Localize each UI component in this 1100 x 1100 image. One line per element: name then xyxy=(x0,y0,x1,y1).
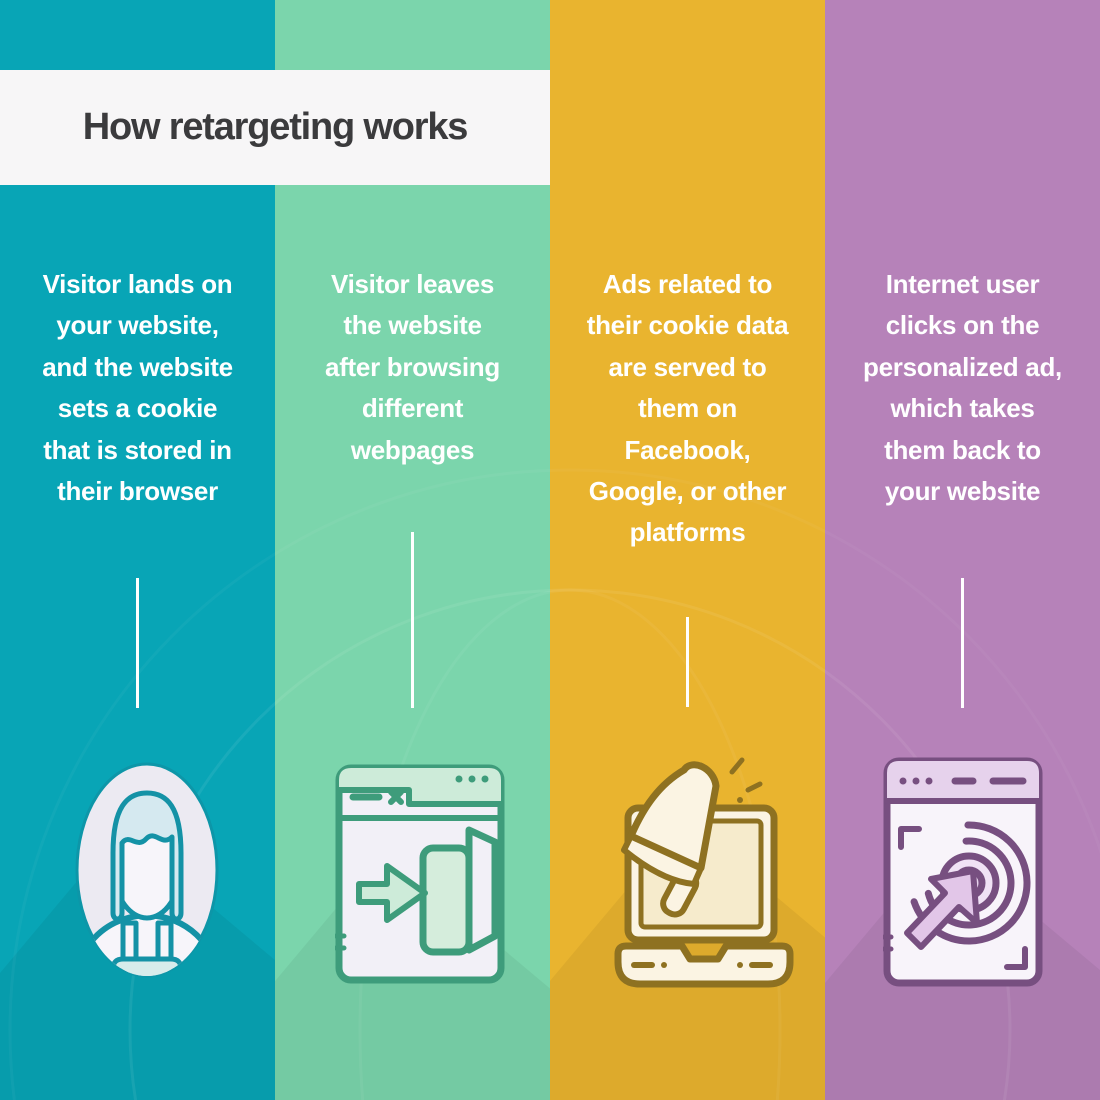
connector-line xyxy=(961,578,964,708)
browser-target-cursor-icon xyxy=(883,757,1043,987)
step-column-3: Ads related to their cookie data are ser… xyxy=(550,0,825,1100)
connector-line xyxy=(411,532,414,708)
step-2-text: Visitor leaves the website after browsin… xyxy=(325,269,500,465)
page-title: How retargeting works xyxy=(82,106,469,148)
cursor-arrow xyxy=(904,868,980,950)
connector-line xyxy=(686,617,689,707)
visitor-avatar-icon xyxy=(75,762,219,978)
browser-exit-icon xyxy=(335,764,505,984)
title-band: How retargeting works xyxy=(0,70,550,185)
step-3-text: Ads related to their cookie data are ser… xyxy=(586,269,789,548)
browser-window xyxy=(335,764,505,984)
megaphone xyxy=(621,757,763,918)
step-column-4: Internet user clicks on the personalized… xyxy=(825,0,1100,1100)
laptop-megaphone-icon xyxy=(614,757,794,988)
step-4-text: Internet user clicks on the personalized… xyxy=(863,269,1062,507)
step-1-text: Visitor lands on your website, and the w… xyxy=(42,269,233,507)
connector-line xyxy=(136,578,139,708)
